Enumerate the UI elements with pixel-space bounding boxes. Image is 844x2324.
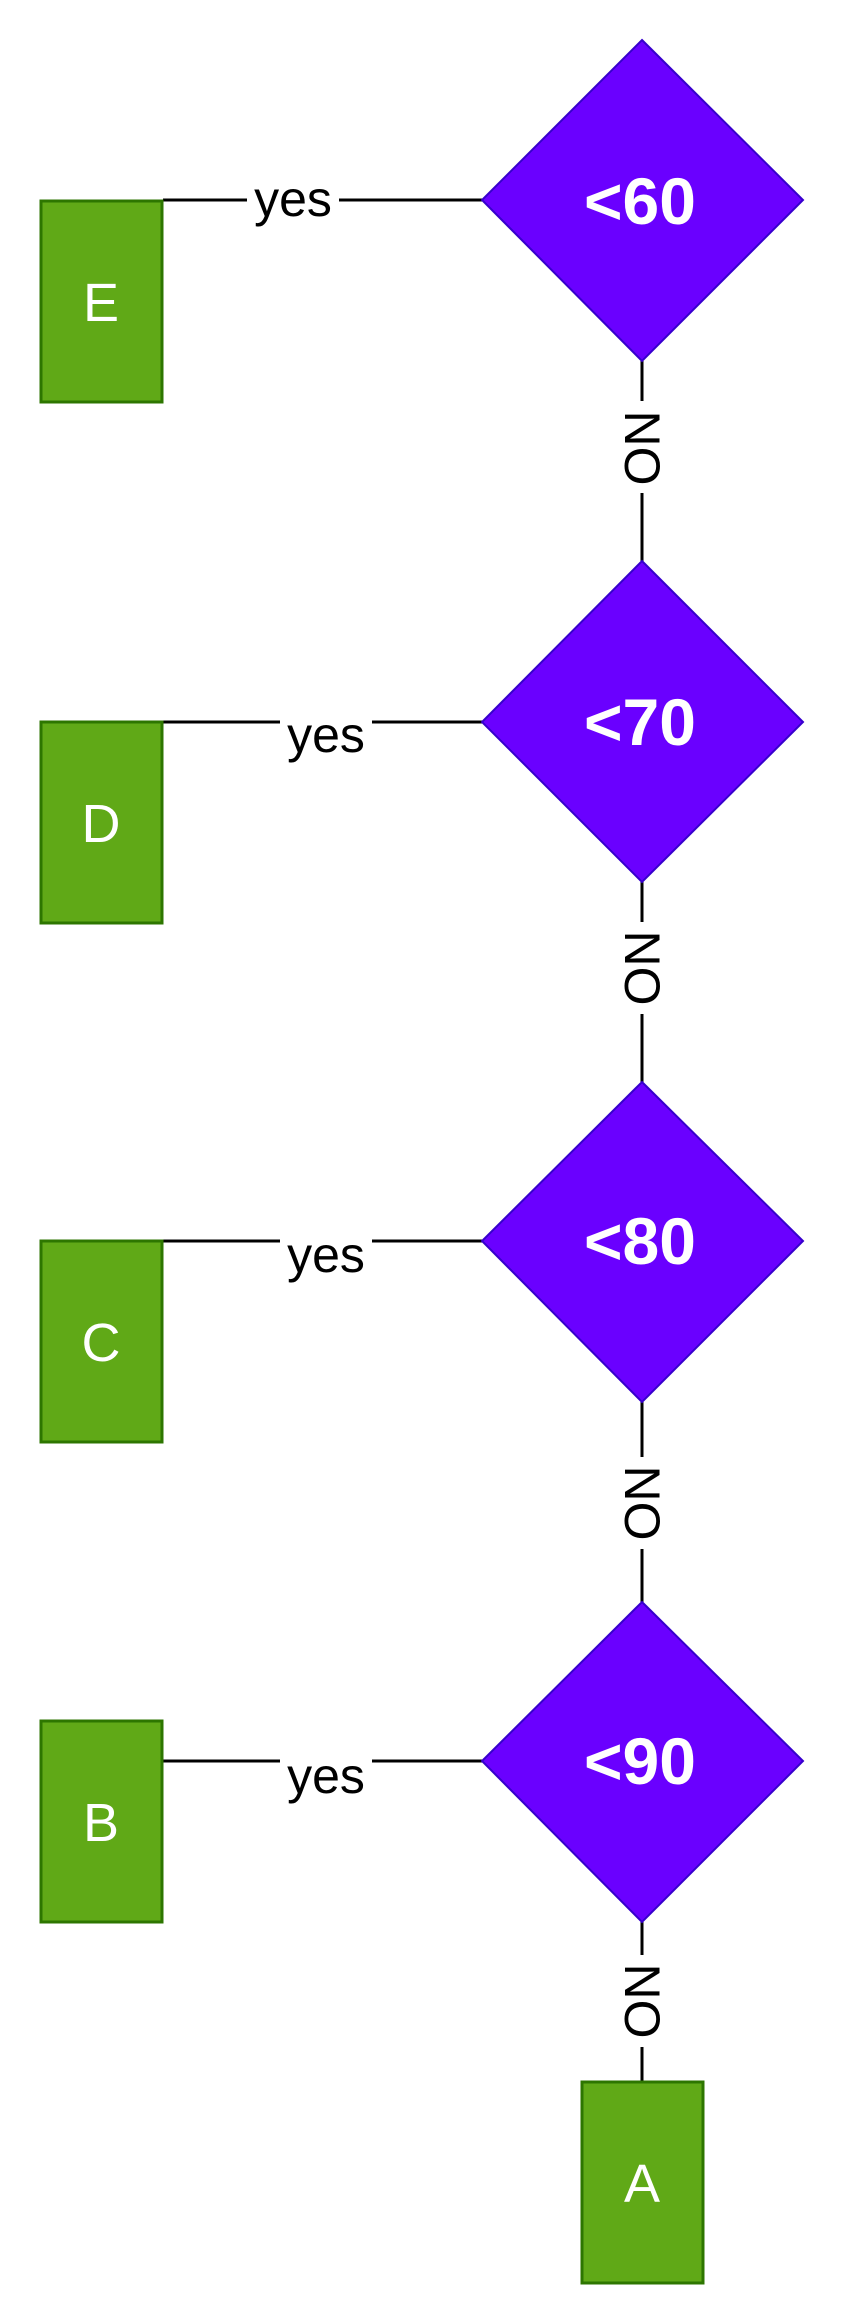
decision-lt70-shape: [480, 559, 805, 884]
no-label-60: NO: [614, 411, 670, 486]
yes-label-70-bg: [280, 712, 372, 762]
decision-lt60-label: <60: [584, 164, 696, 238]
grade-box-b[interactable]: B: [39, 1719, 164, 1924]
yes-label-80-bg: [280, 1232, 372, 1282]
no-label-60-bg: [622, 401, 662, 493]
grade-box-d-shape: [39, 720, 164, 925]
grade-box-b-shape: [39, 1719, 164, 1924]
no-label-80-bg: [622, 1457, 662, 1549]
decision-lt90-shape: [480, 1600, 805, 1924]
decision-lt90[interactable]: <90: [480, 1600, 805, 1924]
grade-box-c-label: C: [82, 1313, 121, 1373]
grade-box-b-label: B: [83, 1793, 119, 1853]
grade-box-e-shape: [39, 199, 164, 404]
grade-box-a[interactable]: A: [580, 2080, 705, 2285]
grade-box-a-label: A: [624, 2154, 660, 2214]
yes-label-90-bg: [280, 1753, 372, 1803]
decision-lt80-label: <80: [584, 1204, 696, 1278]
grade-box-d[interactable]: D: [39, 720, 164, 925]
decision-lt60[interactable]: <60: [480, 38, 805, 363]
no-label-90: NO: [614, 1964, 670, 2039]
decision-lt60-shape: [480, 38, 805, 363]
decision-lt80-shape: [480, 1080, 805, 1404]
yes-label-90: yes: [287, 1748, 365, 1804]
decision-lt70[interactable]: <70: [480, 559, 805, 884]
grade-box-c-shape: [39, 1239, 164, 1444]
yes-label-60: yes: [254, 171, 332, 227]
no-label-80: NO: [614, 1466, 670, 1541]
decision-lt80[interactable]: <80: [480, 1080, 805, 1404]
decision-lt70-label: <70: [584, 685, 696, 759]
grade-box-e[interactable]: E: [39, 199, 164, 404]
no-label-90-bg: [622, 1955, 662, 2047]
grade-box-d-label: D: [82, 794, 121, 854]
no-label-70-bg: [622, 922, 662, 1014]
decision-lt90-label: <90: [584, 1724, 696, 1798]
yes-label-80: yes: [287, 1227, 365, 1283]
no-label-70: NO: [614, 931, 670, 1006]
grade-box-c[interactable]: C: [39, 1239, 164, 1444]
grade-box-a-shape: [580, 2080, 705, 2285]
yes-label-60-bg: [247, 176, 339, 226]
grade-box-e-label: E: [83, 273, 119, 333]
yes-label-70: yes: [287, 707, 365, 763]
